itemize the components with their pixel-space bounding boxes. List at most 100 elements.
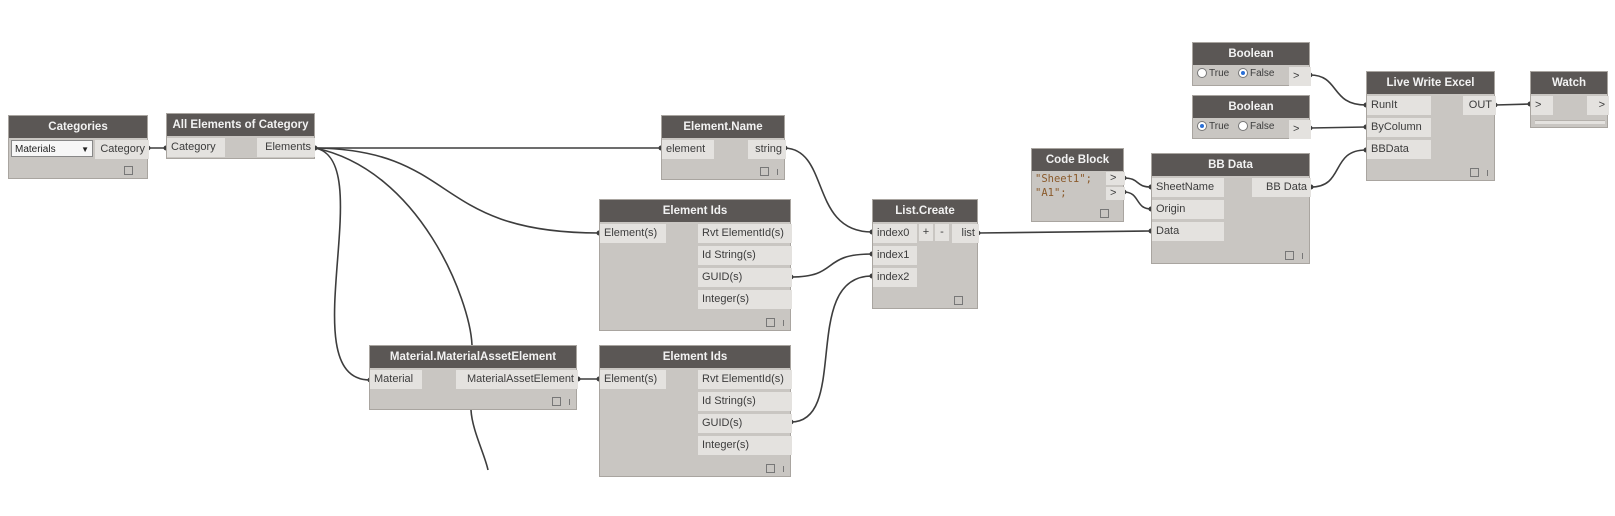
- element-ids-node-2[interactable]: Element Ids Element(s) Rvt ElementId(s) …: [599, 345, 792, 477]
- output-port-out[interactable]: OUT: [1463, 96, 1496, 115]
- wire-a1-to-origin: [1123, 191, 1152, 210]
- output-port-rvt-elementids[interactable]: Rvt ElementId(s): [698, 224, 792, 243]
- input-port[interactable]: >: [1531, 96, 1553, 115]
- output-port-material-asset-element[interactable]: MaterialAssetElement: [456, 370, 578, 389]
- output-port-bb-data[interactable]: BB Data: [1252, 178, 1311, 197]
- preview-toggle-icon[interactable]: [954, 296, 963, 305]
- node-footer: [954, 295, 971, 305]
- output-port-guids[interactable]: GUID(s): [698, 268, 792, 287]
- categories-node[interactable]: Categories Materials ▼ Category: [8, 115, 149, 179]
- radio-false-label: False: [1249, 121, 1275, 132]
- preview-toggle-icon[interactable]: [1100, 209, 1109, 218]
- element-ids-node-1[interactable]: Element Ids Element(s) Rvt ElementId(s) …: [599, 199, 792, 331]
- wire-guid2-to-index2: [790, 275, 873, 423]
- node-footer: [552, 396, 570, 406]
- radio-false[interactable]: [1237, 68, 1248, 79]
- output-port-line-1[interactable]: >: [1106, 172, 1125, 185]
- output-port-integers[interactable]: Integer(s): [698, 290, 792, 309]
- boolean-radio-group: True False: [1197, 68, 1274, 79]
- radio-true-label: True: [1209, 68, 1230, 79]
- add-input-button[interactable]: +: [919, 224, 933, 241]
- preview-toggle-icon[interactable]: [552, 397, 561, 406]
- input-port-data[interactable]: Data: [1152, 222, 1224, 241]
- output-port-id-strings[interactable]: Id String(s): [698, 246, 792, 265]
- code-block-node[interactable]: Code Block "Sheet1"; "A1"; > >: [1031, 148, 1125, 222]
- wire-out-to-watch: [1494, 103, 1531, 106]
- node-title: Categories: [9, 116, 147, 138]
- list-create-node[interactable]: List.Create index0 + - list index1 index…: [872, 199, 979, 309]
- radio-true[interactable]: [1197, 68, 1207, 79]
- watch-node[interactable]: Watch > >: [1530, 71, 1609, 128]
- preview-toggle-icon[interactable]: [1470, 168, 1479, 177]
- watch-output-area: [1535, 120, 1605, 124]
- node-title: Boolean: [1193, 96, 1309, 118]
- input-port-material[interactable]: Material: [370, 370, 422, 389]
- resize-grip-icon: [783, 319, 784, 326]
- element-name-node[interactable]: Element.Name element string: [661, 115, 786, 180]
- input-port-elements[interactable]: Element(s): [600, 370, 666, 389]
- preview-toggle-icon[interactable]: [766, 318, 775, 327]
- output-port-line-2[interactable]: >: [1106, 187, 1125, 200]
- node-footer: [124, 165, 141, 175]
- preview-toggle-icon[interactable]: [766, 464, 775, 473]
- wire-elements-to-element-ids-1: [314, 147, 600, 234]
- resize-grip-icon: [1487, 169, 1488, 176]
- material-asset-element-node[interactable]: Material.MaterialAssetElement Material M…: [369, 345, 578, 410]
- preview-toggle-icon[interactable]: [1285, 251, 1294, 260]
- node-title: Live Write Excel: [1367, 72, 1494, 94]
- input-port-elements[interactable]: Element(s): [600, 224, 666, 243]
- input-port-index0[interactable]: index0: [873, 224, 917, 243]
- output-port-id-strings[interactable]: Id String(s): [698, 392, 792, 411]
- input-port-element[interactable]: element: [662, 140, 714, 159]
- chevron-down-icon: ▼: [81, 145, 89, 154]
- output-port[interactable]: >: [1289, 120, 1311, 139]
- output-port[interactable]: >: [1587, 96, 1609, 115]
- resize-grip-icon: [569, 398, 570, 405]
- output-port-rvt-elementids[interactable]: Rvt ElementId(s): [698, 370, 792, 389]
- preview-toggle-icon[interactable]: [760, 167, 769, 176]
- radio-true-label: True: [1209, 121, 1230, 132]
- output-port-integers[interactable]: Integer(s): [698, 436, 792, 455]
- preview-toggle-icon[interactable]: [124, 166, 133, 175]
- all-elements-of-category-node[interactable]: All Elements of Category Category Elemen…: [166, 113, 315, 159]
- node-footer: [1470, 167, 1488, 177]
- input-port-sheetname[interactable]: SheetName: [1152, 178, 1224, 197]
- bb-data-node[interactable]: BB Data SheetName BB Data Origin Data: [1151, 153, 1311, 264]
- node-title: All Elements of Category: [167, 114, 314, 136]
- boolean-node-2[interactable]: Boolean True False >: [1192, 95, 1311, 139]
- code-line-1[interactable]: "Sheet1";: [1035, 173, 1092, 185]
- output-port[interactable]: >: [1289, 67, 1311, 86]
- node-title: Material.MaterialAssetElement: [370, 346, 576, 368]
- input-port-index1[interactable]: index1: [873, 246, 917, 265]
- radio-true[interactable]: [1197, 121, 1207, 132]
- output-port-guids[interactable]: GUID(s): [698, 414, 792, 433]
- node-title: Code Block: [1032, 149, 1123, 171]
- wire-elements-to-material-asset: [314, 147, 371, 381]
- input-port-bycolumn[interactable]: ByColumn: [1367, 118, 1431, 137]
- radio-false-label: False: [1249, 68, 1275, 79]
- input-port-runit[interactable]: RunIt: [1367, 96, 1431, 115]
- node-title: Element.Name: [662, 116, 784, 138]
- input-port-bbdata[interactable]: BBData: [1367, 140, 1431, 159]
- boolean-node-1[interactable]: Boolean True False >: [1192, 42, 1311, 86]
- remove-input-button[interactable]: -: [935, 224, 949, 241]
- category-dropdown[interactable]: Materials ▼: [11, 140, 93, 157]
- output-port-elements[interactable]: Elements: [257, 138, 315, 157]
- code-line-2[interactable]: "A1";: [1035, 187, 1067, 199]
- wire-bbdata-to-bbdata-in: [1310, 149, 1367, 188]
- wire-sheet-to-sheetname: [1123, 177, 1152, 188]
- resize-grip-icon: [783, 465, 784, 472]
- output-port-category[interactable]: Category: [95, 140, 149, 159]
- output-port-list[interactable]: list: [952, 224, 979, 243]
- wire-string-to-index0: [784, 147, 873, 233]
- input-port-origin[interactable]: Origin: [1152, 200, 1224, 219]
- resize-grip-icon: [777, 168, 778, 175]
- node-title: List.Create: [873, 200, 977, 222]
- output-port-string[interactable]: string: [748, 140, 786, 159]
- boolean-radio-group: True False: [1197, 121, 1274, 132]
- input-port-index2[interactable]: index2: [873, 268, 917, 287]
- input-port-category[interactable]: Category: [167, 138, 225, 157]
- live-write-excel-node[interactable]: Live Write Excel RunIt OUT ByColumn BBDa…: [1366, 71, 1496, 181]
- radio-false[interactable]: [1237, 121, 1248, 132]
- node-title: BB Data: [1152, 154, 1309, 176]
